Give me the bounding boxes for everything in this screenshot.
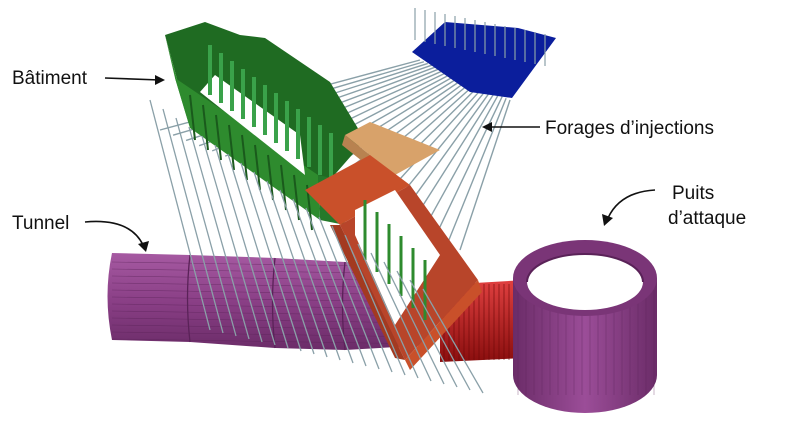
- tunnel-ring-line: [111, 317, 431, 324]
- label-tunnel: Tunnel: [12, 213, 69, 234]
- drill-pipe: [446, 97, 507, 246]
- front-drill-pipe: [240, 162, 302, 352]
- building-rib: [228, 124, 235, 171]
- label-batiment: Bâtiment: [12, 68, 88, 89]
- building-structure: [165, 22, 365, 231]
- building-rib: [241, 134, 248, 181]
- front-drill-pipe: [253, 171, 315, 355]
- front-drill-pipe: [175, 117, 237, 337]
- injection-drill-pipes-front: [149, 99, 484, 394]
- front-drill-pipe: [357, 243, 419, 379]
- front-drill-pipe: [422, 288, 484, 394]
- front-drill-pipe: [214, 144, 276, 346]
- injection-plate: [412, 8, 556, 98]
- front-drill-pipe: [162, 108, 224, 334]
- front-drill-pipe: [305, 207, 367, 367]
- front-drill-pipe: [370, 252, 432, 382]
- front-drill-pipe: [331, 225, 393, 373]
- front-drill-pipe: [266, 180, 328, 358]
- front-drill-pipe: [149, 99, 211, 331]
- drill-pipe: [459, 99, 511, 251]
- building-rib: [267, 154, 274, 201]
- tunnel-ring-line: [111, 324, 431, 331]
- front-drill-pipe: [188, 126, 250, 340]
- drill-pipe: [433, 96, 503, 240]
- building-rib: [189, 94, 196, 141]
- front-drill-pipe: [292, 198, 354, 364]
- label-forages: Forages d’injections: [545, 118, 714, 139]
- front-drill-pipe: [383, 261, 445, 385]
- tunnel-ring-line: [111, 338, 431, 345]
- building-rib: [254, 144, 261, 191]
- front-drill-pipe: [279, 189, 341, 361]
- label-puits-line1: Puits: [672, 183, 714, 204]
- drill-pipe: [420, 94, 499, 235]
- front-drill-pipe: [344, 234, 406, 376]
- building-rib: [202, 104, 209, 151]
- label-puits-line2: d’attaque: [668, 208, 746, 229]
- front-drill-pipe: [409, 279, 471, 391]
- shaft-cylinder: [513, 240, 657, 413]
- front-drill-pipe: [201, 135, 263, 343]
- callout-arrows: [84, 75, 656, 252]
- front-drill-pipe: [227, 153, 289, 349]
- front-drill-pipe: [318, 216, 380, 370]
- building-rib: [215, 114, 222, 161]
- front-drill-pipe: [396, 270, 458, 388]
- building-rib: [280, 164, 287, 211]
